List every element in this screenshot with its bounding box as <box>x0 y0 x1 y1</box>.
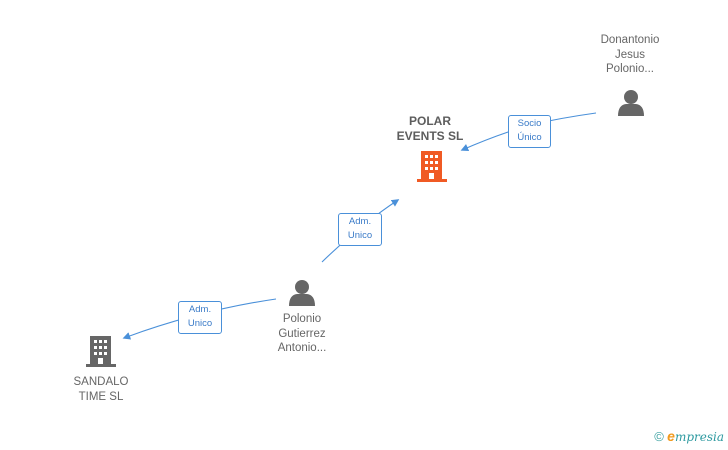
node-label-donantonio[interactable]: Donantonio Jesus Polonio... <box>584 33 676 77</box>
node-label-line: Polonio <box>282 313 322 325</box>
edge-label-line: Adm. <box>188 304 212 315</box>
node-label-line: Jesus <box>614 48 646 61</box>
edge-label-line: Socio <box>517 118 542 129</box>
brand-e: e <box>667 428 675 444</box>
node-label-polonio[interactable]: Polonio Gutierrez Antonio... <box>256 312 348 356</box>
node-label-line: Antonio... <box>277 342 327 354</box>
node-label-line: Polonio... <box>606 63 654 75</box>
edge-label-line: Unico <box>187 318 213 329</box>
empresia-logo: © empresia <box>654 428 724 444</box>
building-icon[interactable] <box>417 151 447 182</box>
brand-name: mpresia <box>674 430 724 444</box>
node-label-polar-events[interactable]: POLAR EVENTS SL <box>384 114 476 143</box>
node-label-line: EVENTS SL <box>396 128 464 143</box>
node-label-line: TIME SL <box>78 390 124 403</box>
copyright-icon: © <box>654 429 664 444</box>
edge-label-adm-unico-sandalo[interactable]: Adm. Unico <box>178 301 222 334</box>
building-icon[interactable] <box>86 336 116 367</box>
person-icon[interactable] <box>618 90 644 116</box>
node-label-line: POLAR <box>409 114 451 128</box>
node-label-sandalo[interactable]: SANDALO TIME SL <box>55 375 147 404</box>
edge-label-line: Adm. <box>348 216 372 227</box>
person-icon[interactable] <box>289 280 315 306</box>
edge-label-line: Unico <box>347 230 373 241</box>
edge-label-line: Único <box>517 132 542 143</box>
edge-label-adm-unico-polar[interactable]: Adm. Unico <box>338 213 382 246</box>
node-label-line: Gutierrez <box>278 327 326 340</box>
node-label-line: SANDALO <box>73 376 129 388</box>
node-label-line: Donantonio <box>600 34 660 46</box>
edge-label-socio-unico[interactable]: Socio Único <box>508 115 551 148</box>
